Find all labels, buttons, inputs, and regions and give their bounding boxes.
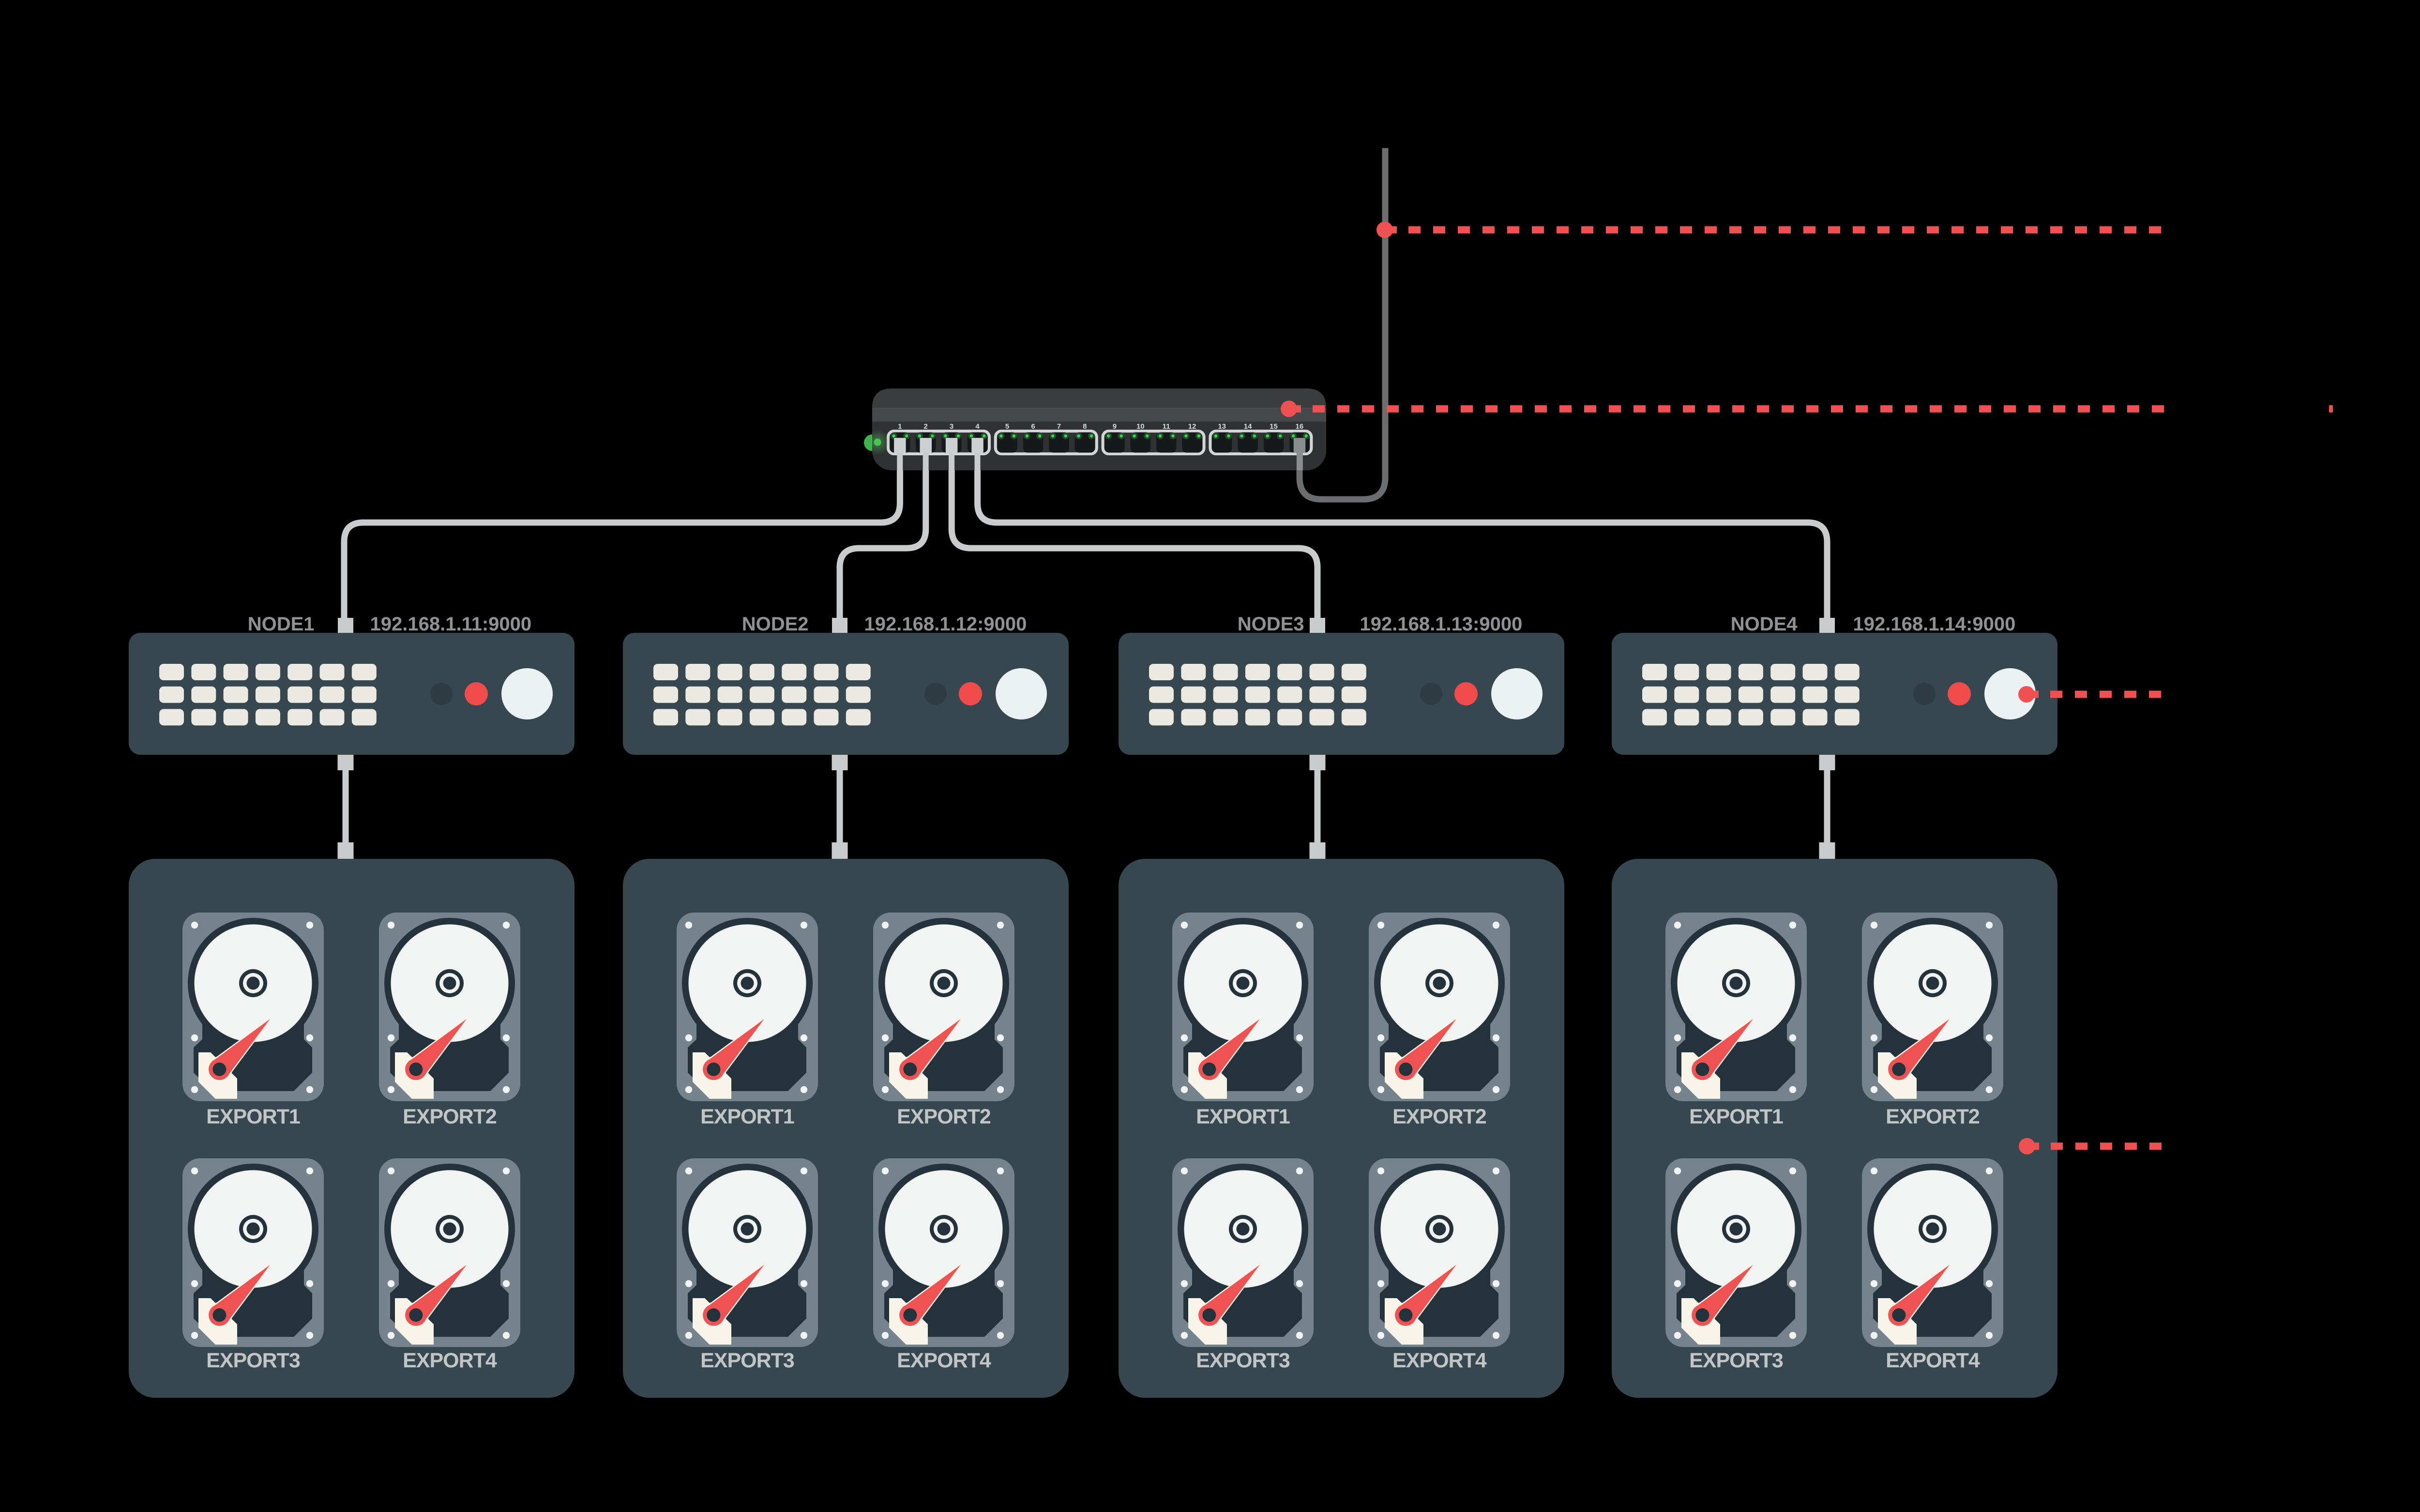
svg-text:6: 6 bbox=[1031, 422, 1035, 431]
svg-text:192.168.1.11:9000: 192.168.1.11:9000 bbox=[370, 614, 532, 635]
svg-text:12: 12 bbox=[1188, 422, 1196, 431]
svg-text:15: 15 bbox=[1270, 422, 1278, 431]
svg-text:3: 3 bbox=[950, 422, 953, 431]
svg-text:14: 14 bbox=[1244, 422, 1252, 431]
svg-text:7: 7 bbox=[1057, 422, 1061, 431]
svg-text:192.168.1.12:9000: 192.168.1.12:9000 bbox=[864, 614, 1027, 635]
svg-text:9: 9 bbox=[1113, 422, 1117, 431]
svg-text:16: 16 bbox=[1296, 422, 1304, 431]
svg-text:5: 5 bbox=[1005, 422, 1009, 431]
svg-text:4: 4 bbox=[975, 422, 980, 431]
svg-text:NODE1: NODE1 bbox=[248, 614, 315, 635]
svg-text:192.168.1.14:9000: 192.168.1.14:9000 bbox=[1853, 614, 2016, 635]
svg-text:8: 8 bbox=[1083, 422, 1087, 431]
svg-text:NODE3: NODE3 bbox=[1238, 614, 1304, 635]
svg-text:192.168.1.13:9000: 192.168.1.13:9000 bbox=[1360, 614, 1523, 635]
svg-text:NODE2: NODE2 bbox=[742, 614, 809, 635]
svg-text:NODE4: NODE4 bbox=[1731, 614, 1798, 635]
svg-text:1: 1 bbox=[898, 422, 902, 431]
svg-text:10: 10 bbox=[1136, 422, 1145, 431]
svg-text:13: 13 bbox=[1218, 422, 1226, 431]
svg-text:11: 11 bbox=[1163, 422, 1170, 431]
svg-text:2: 2 bbox=[924, 422, 928, 431]
